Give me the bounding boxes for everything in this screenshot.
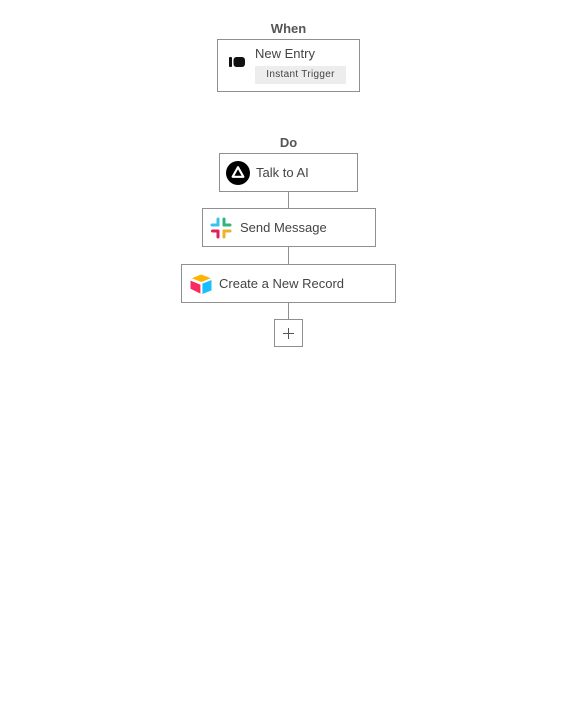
step-label: Create a New Record [219,276,344,291]
trigger-node[interactable]: New Entry Instant Trigger [217,39,360,92]
when-section-title: When [270,21,307,36]
step-create-record[interactable]: Create a New Record [181,264,396,303]
step-talk-to-ai[interactable]: Talk to AI [219,153,358,192]
step-label: Send Message [240,220,327,235]
add-step-button[interactable] [274,319,303,347]
instant-trigger-badge: Instant Trigger [255,66,346,84]
step-label: Talk to AI [256,165,309,180]
step-connector [288,191,289,209]
step-send-message[interactable]: Send Message [202,208,376,247]
airtable-icon [189,272,213,296]
trigger-app-icon [229,54,245,67]
do-section-title: Do [279,135,298,150]
slack-icon [209,216,233,240]
step-connector [288,246,289,265]
step-connector [288,302,289,320]
trigger-title: New Entry [255,46,315,61]
ai-triangle-icon [226,160,250,185]
